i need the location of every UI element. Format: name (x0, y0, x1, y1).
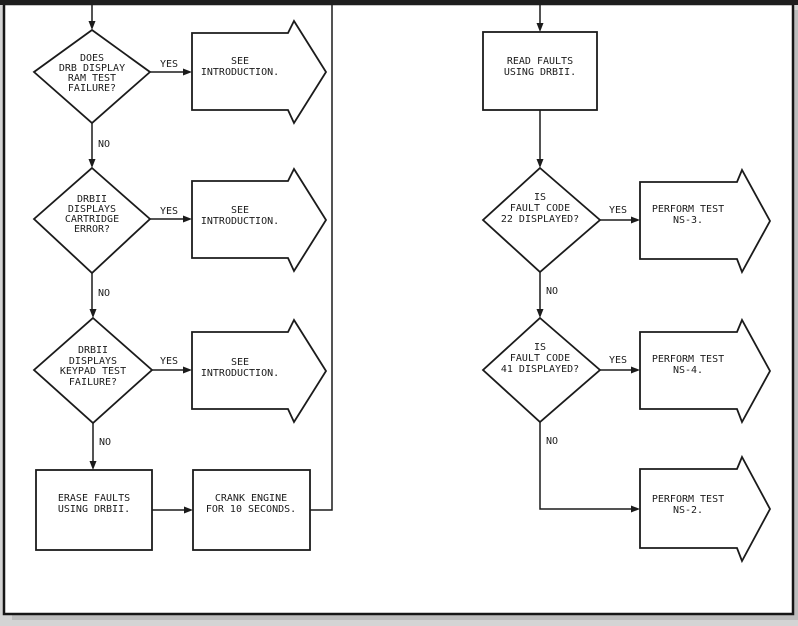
ns2-line1: PERFORM TEST (652, 494, 724, 505)
terminal-see-introduction-1 (191, 19, 328, 125)
arrowhead-into-crank-box (184, 506, 193, 514)
top-edge-bar (0, 0, 798, 5)
arrowhead-into-code41-diamond (536, 309, 544, 318)
erase-faults-line2: USING DRBII. (58, 504, 130, 515)
erase-faults-line1: ERASE FAULTS (58, 493, 130, 504)
label-no-code41: NO (546, 436, 558, 447)
left-flow: DOES DRB DISPLAY RAM TEST FAILURE? YES N… (32, 19, 328, 551)
process-crank-engine (192, 469, 311, 551)
decision-keypad-line3: KEYPAD TEST (60, 366, 126, 377)
decision-fault-code-22 (481, 166, 602, 274)
fault-code-22-line3: 22 DISPLAYED? (501, 214, 579, 225)
read-faults-line2: USING DRBII. (504, 67, 576, 78)
arrowhead-into-ram-diamond (88, 21, 96, 30)
decision-cartridge-line3: CARTRIDGE (65, 214, 119, 225)
connector-code41-no-elbow (539, 422, 633, 510)
decision-keypad-line4: FAILURE? (69, 377, 117, 388)
arrowhead-cartridge-yes (183, 215, 192, 223)
see-intro-2-line1: SEE (231, 205, 249, 216)
decision-cartridge-line4: ERROR? (74, 224, 110, 235)
decision-keypad-line2: DISPLAYS (69, 356, 117, 367)
label-yes-cartridge: YES (160, 206, 178, 217)
process-read-faults (482, 31, 598, 111)
label-no-ram: NO (98, 139, 110, 150)
crank-engine-line2: FOR 10 SECONDS. (206, 504, 296, 515)
ns3-line2: NS-3. (673, 215, 703, 226)
fault-code-41-line3: 41 DISPLAYED? (501, 364, 579, 375)
label-no-code22: NO (546, 286, 558, 297)
terminal-perform-test-ns2 (639, 454, 772, 564)
see-intro-3-line1: SEE (231, 357, 249, 368)
arrowhead-code41-yes (631, 366, 640, 374)
decision-ram-test-line2: DRB DISPLAY (59, 63, 125, 74)
label-yes-keypad: YES (160, 356, 178, 367)
arrowhead-into-cartridge-diamond (88, 159, 96, 168)
process-erase-faults (35, 469, 153, 551)
fault-code-41-line2: FAULT CODE (510, 353, 570, 364)
arrowhead-into-erase-box (89, 461, 97, 470)
fault-code-22-line1: IS (534, 192, 546, 203)
label-yes-ram: YES (160, 59, 178, 70)
label-no-cartridge: NO (98, 288, 110, 299)
label-yes-code41: YES (609, 355, 627, 366)
decision-ram-test-line4: FAILURE? (68, 83, 116, 94)
decision-keypad-test (32, 316, 154, 425)
fault-code-41-line1: IS (534, 342, 546, 353)
decision-fault-code-41 (481, 316, 602, 424)
connectors (88, 5, 640, 514)
right-flow: READ FAULTS USING DRBII. IS FAULT CODE 2… (481, 31, 772, 564)
decision-keypad-line1: DRBII (78, 345, 108, 356)
ns2-line2: NS-2. (673, 505, 703, 516)
connector-crank-return-up (310, 5, 333, 511)
terminal-see-introduction-2 (191, 167, 328, 273)
decision-ram-test-line3: RAM TEST (68, 73, 116, 84)
see-intro-1-line1: SEE (231, 56, 249, 67)
decision-ram-test-line1: DOES (80, 53, 104, 64)
fault-code-22-line2: FAULT CODE (510, 203, 570, 214)
decision-cartridge-line2: DISPLAYS (68, 204, 116, 215)
decision-ram-test (32, 28, 152, 125)
ns4-line1: PERFORM TEST (652, 354, 724, 365)
arrowhead-into-code22-diamond (536, 159, 544, 168)
see-intro-3-line2: INTRODUCTION. (201, 368, 279, 379)
ns4-line2: NS-4. (673, 365, 703, 376)
read-faults-line1: READ FAULTS (507, 56, 573, 67)
terminal-perform-test-ns4 (639, 317, 772, 425)
arrowhead-code22-yes (631, 216, 640, 224)
ns3-line1: PERFORM TEST (652, 204, 724, 215)
label-no-keypad: NO (99, 437, 111, 448)
decision-cartridge-error (32, 166, 152, 275)
arrowhead-into-ns2-arrow (631, 505, 640, 513)
terminal-perform-test-ns3 (639, 167, 772, 275)
arrowhead-keypad-yes (183, 366, 192, 374)
see-intro-2-line2: INTRODUCTION. (201, 216, 279, 227)
terminal-see-introduction-3 (191, 318, 328, 424)
decision-cartridge-line1: DRBII (77, 194, 107, 205)
arrowhead-into-keypad-diamond (89, 309, 97, 318)
arrowhead-into-read-box (536, 23, 544, 32)
label-yes-code22: YES (609, 205, 627, 216)
see-intro-1-line2: INTRODUCTION. (201, 67, 279, 78)
arrowhead-ram-yes (183, 68, 192, 76)
crank-engine-line1: CRANK ENGINE (215, 493, 287, 504)
